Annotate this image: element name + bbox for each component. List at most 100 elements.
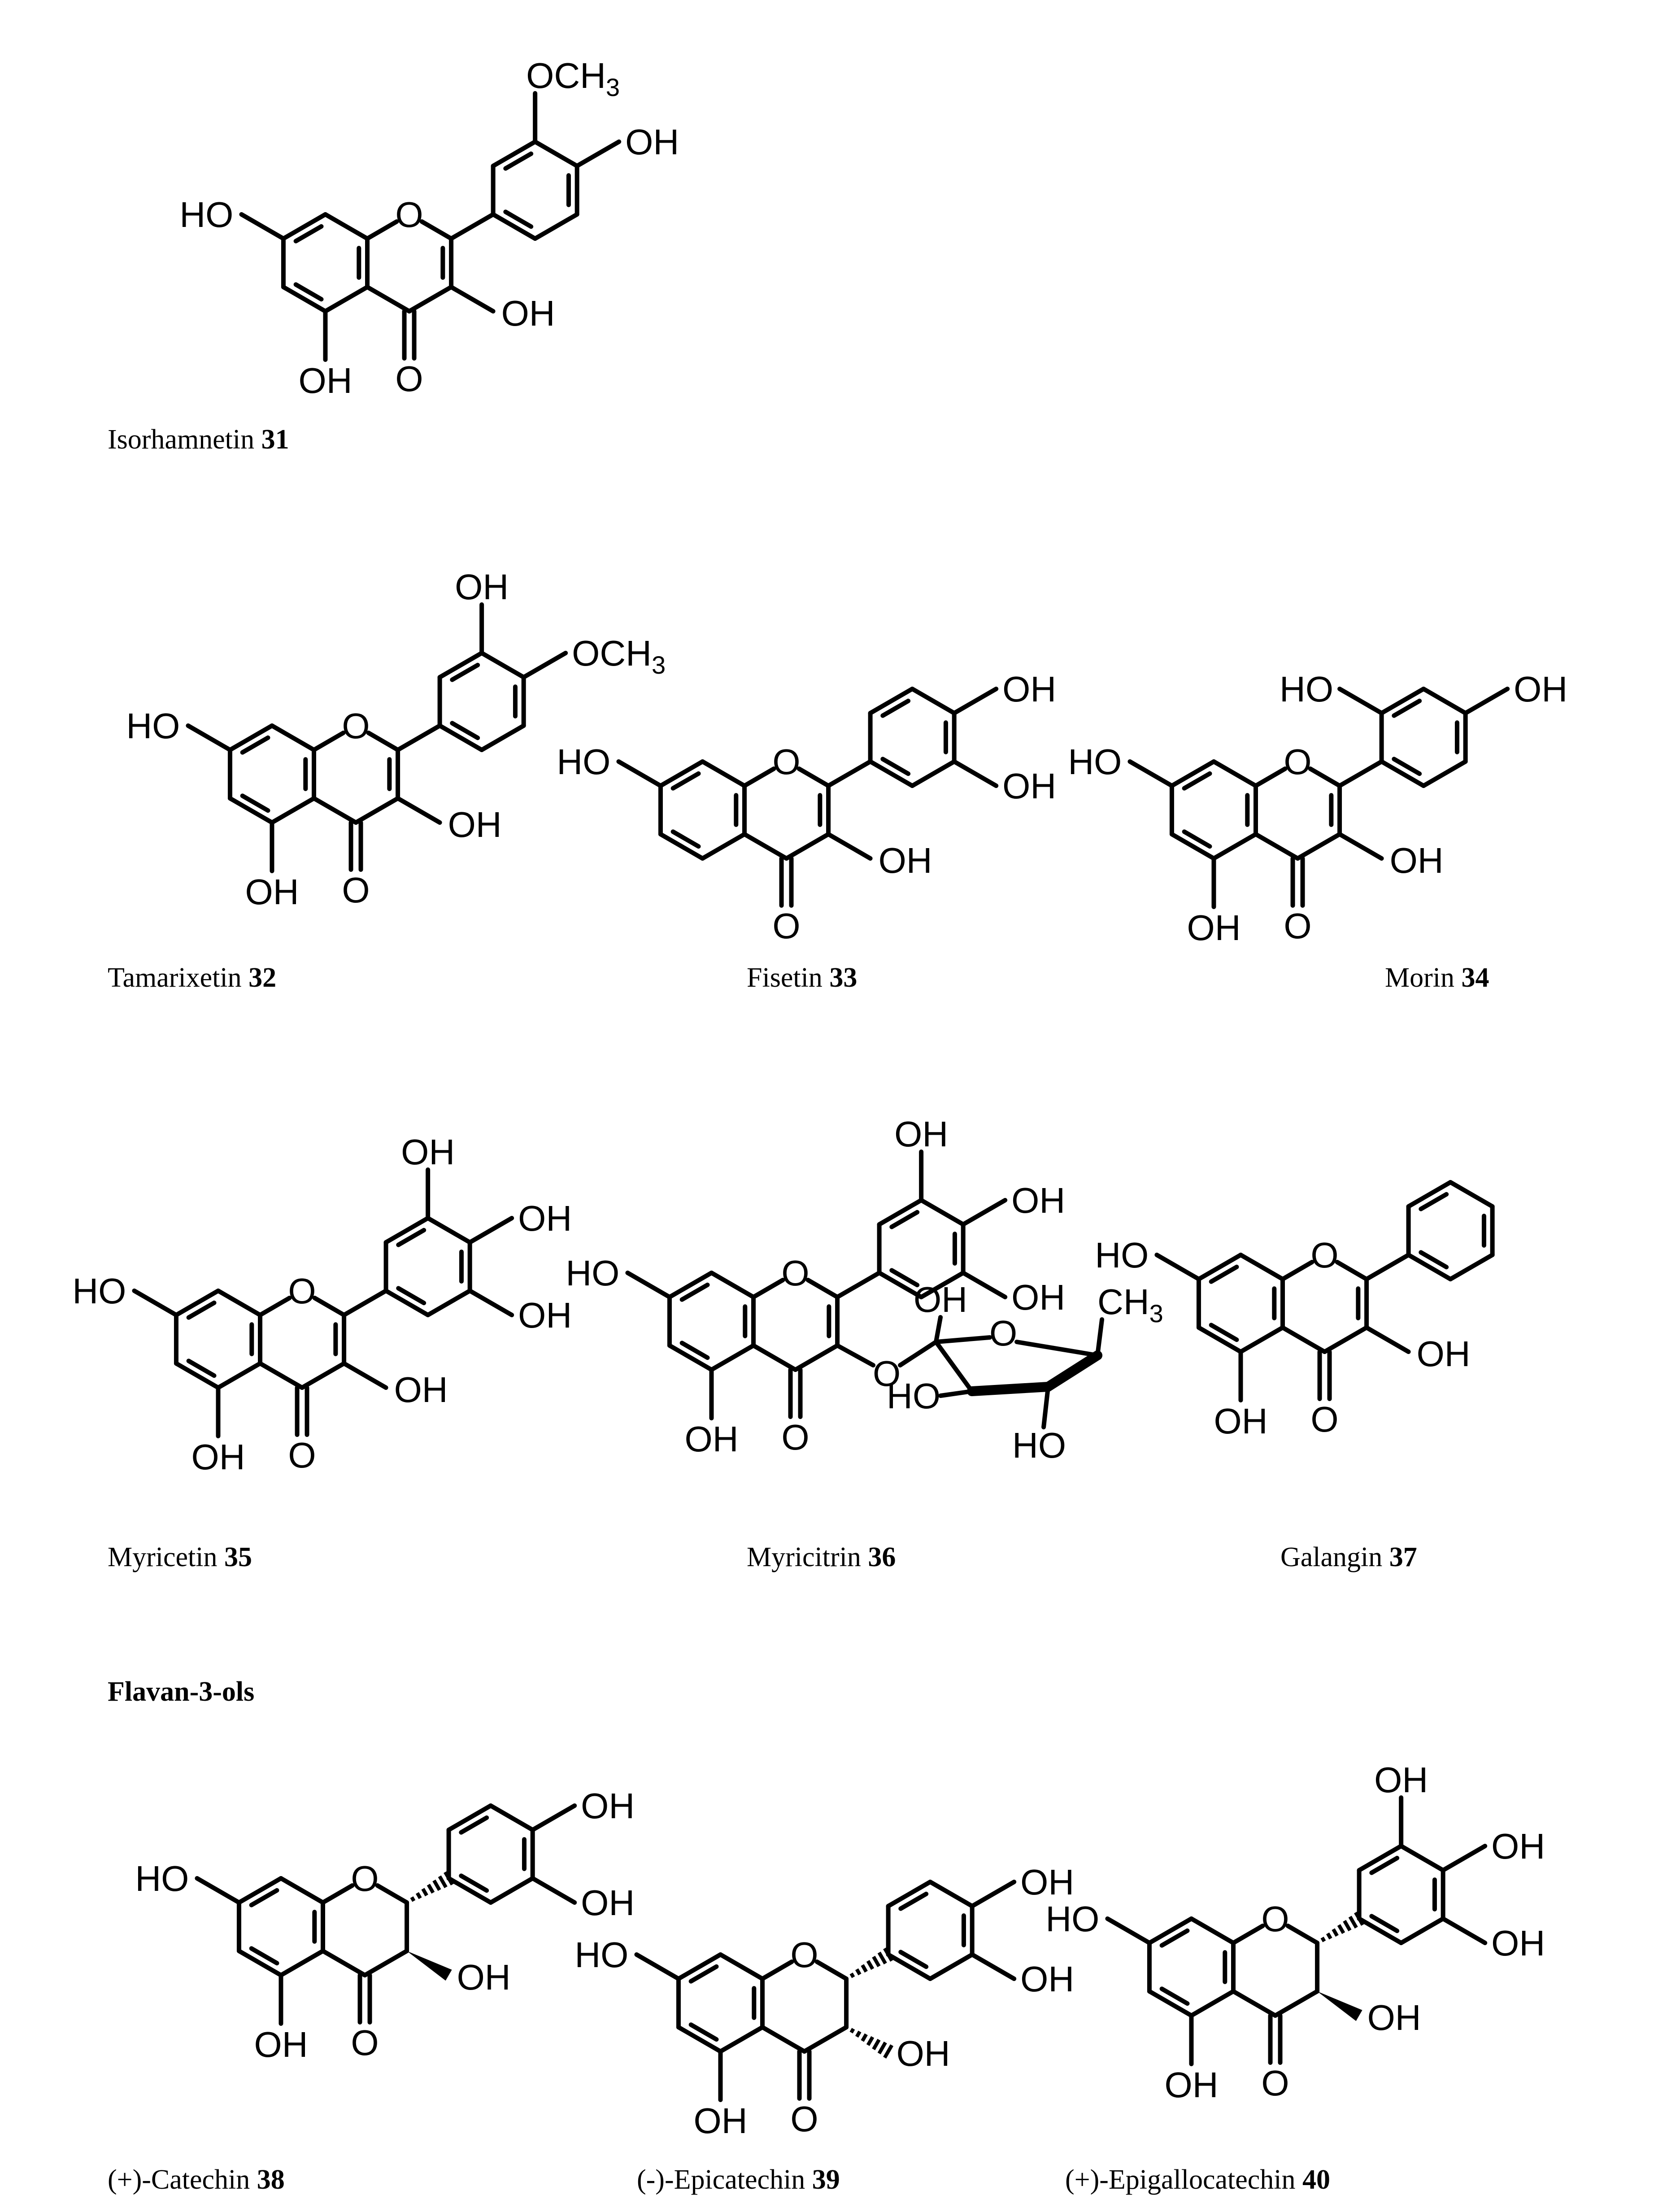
bond <box>419 219 454 241</box>
hydroxyl-7-label: HO <box>135 1859 189 1898</box>
carbonyl-oxygen-label: O <box>772 906 800 946</box>
bond <box>670 829 701 849</box>
hydroxyl-3-label: OH <box>1390 840 1444 880</box>
bond <box>240 735 270 755</box>
bond <box>488 1803 535 1832</box>
hydroxyl-7-label: HO <box>575 1935 628 1975</box>
caption-compound-37: Galangin 37 <box>1280 1542 1417 1572</box>
bond <box>270 723 316 752</box>
bond <box>407 285 454 314</box>
bond <box>898 1950 929 1969</box>
bond <box>760 1959 794 1981</box>
bond <box>467 1216 514 1245</box>
ring-oxygen-label: O <box>288 1271 316 1311</box>
caption-compound-35: Myricetin 35 <box>108 1542 252 1572</box>
hydroxyl-5prime-label: OH <box>581 1883 635 1923</box>
hashed-bond <box>427 1884 435 1894</box>
bond <box>1169 759 1216 788</box>
carbonyl-oxygen-label: O <box>1284 906 1311 946</box>
bond <box>1322 1325 1369 1354</box>
bond <box>479 723 526 752</box>
bond <box>449 212 496 241</box>
bond <box>1041 1385 1051 1429</box>
bond <box>279 1876 325 1905</box>
caption-compound-31: Isorhamnetin 31 <box>108 424 289 455</box>
hydroxyl-3-label: OH <box>897 2033 950 2073</box>
bond <box>240 793 270 813</box>
hashed-bond <box>861 1964 868 1973</box>
bond <box>446 1876 493 1905</box>
bond <box>700 832 747 861</box>
bond <box>365 285 412 314</box>
hydroxyl-5-label: OH <box>191 1437 245 1477</box>
bond <box>1448 1180 1495 1209</box>
bond <box>396 1228 427 1247</box>
hydroxyl-3-label: OH <box>448 805 502 845</box>
bond <box>521 651 568 679</box>
hydroxyl-5-label: OH <box>298 361 352 401</box>
bond <box>281 212 328 241</box>
bond <box>784 832 831 861</box>
bond <box>1419 1192 1449 1211</box>
bond <box>967 1382 1053 1396</box>
bond <box>530 1876 577 1905</box>
bond <box>437 723 484 752</box>
hashed-bond <box>1343 1920 1352 1932</box>
bond <box>742 766 776 788</box>
bond <box>1182 771 1212 791</box>
bond <box>236 1949 283 1977</box>
methoxy-4prime-label: OCH3 <box>572 633 666 679</box>
hashed-bond <box>1332 1928 1339 1937</box>
bond <box>459 1873 489 1893</box>
bond <box>575 139 622 168</box>
bond <box>342 1289 388 1317</box>
bond <box>1421 687 1468 715</box>
bond <box>709 1343 756 1372</box>
bond <box>1441 1916 1488 1945</box>
bond <box>814 1959 849 1981</box>
hydroxyl-7-label: HO <box>72 1271 126 1311</box>
bond <box>679 1282 710 1302</box>
bond <box>239 212 286 241</box>
bond <box>1043 1350 1103 1392</box>
hashed-bond <box>866 2036 875 2046</box>
ring-oxygen-label: O <box>351 1859 379 1898</box>
bond <box>426 1216 472 1245</box>
bond <box>1421 759 1468 788</box>
bond <box>396 723 442 752</box>
bond <box>1337 832 1384 861</box>
caption-compound-32: Tamarixetin 32 <box>108 962 276 993</box>
bond <box>1273 1989 1320 2018</box>
bond <box>362 1949 409 1977</box>
bond <box>1369 1914 1400 1933</box>
hydroxyl-7-label: HO <box>1045 1899 1099 1939</box>
bond <box>467 1289 514 1317</box>
bond <box>616 759 663 788</box>
sugar-hydroxyl-label: HO <box>887 1376 940 1416</box>
bond <box>1147 1916 1194 1945</box>
hydroxyl-7-label: HO <box>126 706 180 746</box>
hashed-bond <box>855 2030 862 2038</box>
sugar-hydroxyl-label: HO <box>1012 1425 1066 1465</box>
bond <box>919 1271 966 1299</box>
bond <box>1196 1253 1243 1281</box>
bond <box>1154 1253 1201 1281</box>
bond <box>634 1952 681 1981</box>
bond <box>491 212 538 241</box>
bond <box>1231 1924 1265 1945</box>
bond <box>1419 1250 1449 1270</box>
hydroxyl-3-label: OH <box>501 293 555 333</box>
bond <box>1392 698 1422 718</box>
bond <box>688 2022 719 2042</box>
bond <box>279 1949 325 1977</box>
bond <box>323 285 370 314</box>
bond <box>491 139 538 168</box>
bond <box>868 687 915 715</box>
bond <box>928 1952 975 1981</box>
carbonyl-oxygen-label: O <box>351 2023 379 2063</box>
hydroxyl-5-label: OH <box>684 1419 738 1459</box>
bond <box>835 1343 876 1367</box>
